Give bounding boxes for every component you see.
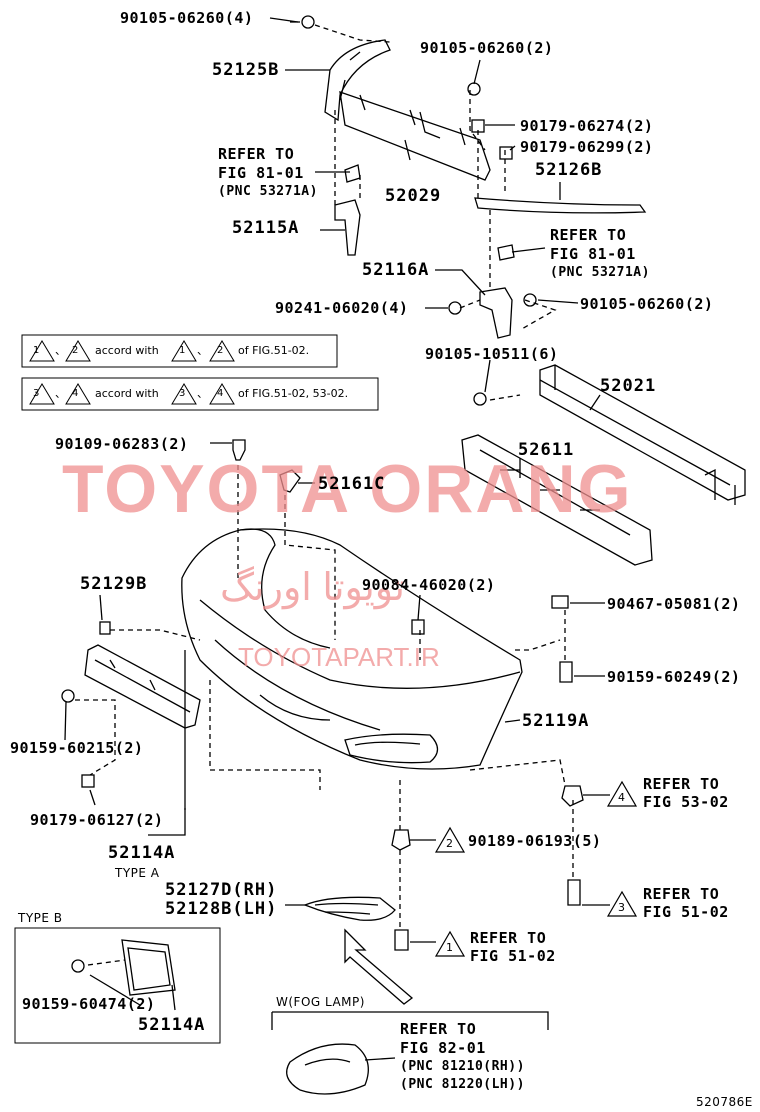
label-52126b[interactable]: 52126B <box>535 160 603 180</box>
label-90179-06299[interactable]: 90179-06299(2) <box>520 138 654 156</box>
note2-separator-b: 、 <box>197 387 208 400</box>
refer2-line2[interactable]: FIG 81-01 <box>550 245 636 263</box>
label-90105-06260-2a[interactable]: 90105-06260(2) <box>420 39 554 57</box>
note1-num-1b: 1 <box>179 345 186 356</box>
label-90241-06020[interactable]: 90241-06020(4) <box>275 299 409 317</box>
label-52114a[interactable]: 52114A <box>108 843 176 863</box>
note2-tail: of FIG.51-02, 53-02. <box>238 387 349 400</box>
label-90467-05081[interactable]: 90467-05081(2) <box>607 595 741 613</box>
note2-separator: 、 <box>55 387 66 400</box>
callout-4: 4 <box>618 791 625 804</box>
label-90084-46020[interactable]: 90084-46020(2) <box>362 576 496 594</box>
note-box-2 <box>21 377 379 411</box>
watermark-main: TOYOTA ORANG <box>62 451 633 527</box>
label-w-fog-lamp: W(FOG LAMP) <box>276 995 365 1009</box>
note2-text: accord with <box>95 387 159 400</box>
callout-triangles <box>434 780 638 957</box>
watermark-site: TOYOTAPART.IR <box>238 642 440 672</box>
label-90105-06260-2b[interactable]: 90105-06260(2) <box>580 295 714 313</box>
refer3-line2[interactable]: FIG 53-02 <box>643 793 729 811</box>
label-90179-06127[interactable]: 90179-06127(2) <box>30 811 164 829</box>
label-52161c[interactable]: 52161C <box>318 474 386 494</box>
note2-num-4b: 4 <box>217 388 224 399</box>
bracket-52125b-drawing <box>324 39 391 122</box>
label-52128b[interactable]: 52128B(LH) <box>165 899 278 919</box>
label-type-b: TYPE B <box>18 911 63 925</box>
leader-lines-lower <box>75 465 574 966</box>
label-52125b[interactable]: 52125B <box>212 60 280 80</box>
note1-num-2: 2 <box>72 345 79 356</box>
note-triangles <box>29 340 235 405</box>
absorber-52611-drawing <box>461 434 653 566</box>
refer5-line1: REFER TO <box>643 885 720 903</box>
label-52114a-type-b[interactable]: 52114A <box>138 1015 206 1035</box>
bumper-cover-52119a-drawing <box>181 528 523 770</box>
label-90159-60249[interactable]: 90159-60249(2) <box>607 668 741 686</box>
retainer-52029-drawing <box>339 91 491 181</box>
fog-cover-52127d-drawing <box>303 896 396 921</box>
label-52021[interactable]: 52021 <box>600 376 657 396</box>
note2-num-3: 3 <box>33 388 40 399</box>
label-90105-06260-4[interactable]: 90105-06260(4) <box>120 9 254 27</box>
label-52611[interactable]: 52611 <box>518 440 575 460</box>
refer2-line1: REFER TO <box>550 226 627 244</box>
label-52029[interactable]: 52029 <box>385 186 442 206</box>
refer6-line3: (PNC 81210(RH)) <box>400 1059 525 1074</box>
label-type-a: TYPE A <box>115 866 160 880</box>
label-90189-06193[interactable]: 90189-06193(5) <box>468 832 602 850</box>
bracket-52116a-drawing <box>479 244 515 339</box>
label-90159-60215[interactable]: 90159-60215(2) <box>10 739 144 757</box>
refer1-line2[interactable]: FIG 81-01 <box>218 164 304 182</box>
label-90109-06283[interactable]: 90109-06283(2) <box>55 435 189 453</box>
license-bracket-type-b-drawing <box>121 939 176 996</box>
refer6-line4: (PNC 81220(LH)) <box>400 1077 525 1092</box>
leader-lines-upper <box>314 24 557 401</box>
label-52116a[interactable]: 52116A <box>362 260 430 280</box>
refer6-line2[interactable]: FIG 82-01 <box>400 1039 486 1057</box>
label-52119a[interactable]: 52119A <box>522 711 590 731</box>
bracket-52115a-drawing <box>334 164 361 256</box>
label-52129b[interactable]: 52129B <box>80 574 148 594</box>
bracket-52126b-drawing <box>474 197 647 214</box>
note2-num-4: 4 <box>72 388 79 399</box>
refer4-line2[interactable]: FIG 51-02 <box>470 947 556 965</box>
refer5-line2[interactable]: FIG 51-02 <box>643 903 729 921</box>
refer1-line3: (PNC 53271A) <box>218 184 318 199</box>
note1-num-2b: 2 <box>217 345 224 356</box>
license-bracket-52114a-drawing <box>84 644 201 729</box>
refer1-line1: REFER TO <box>218 145 295 163</box>
note-box-1 <box>21 334 338 368</box>
solid-leader-lines <box>64 17 610 1061</box>
diagram-id: 520786E <box>696 1095 753 1109</box>
note1-num-1: 1 <box>33 345 40 356</box>
callout-2: 2 <box>446 837 453 850</box>
reinforcement-52021-drawing <box>539 364 746 505</box>
refer2-line3: (PNC 53271A) <box>550 265 650 280</box>
refer4-line1: REFER TO <box>470 929 547 947</box>
watermark-persian: تویوتا اورنگ <box>220 567 405 609</box>
type-b-box <box>14 927 221 1044</box>
refer3-line1: REFER TO <box>643 775 720 793</box>
note2-num-3b: 3 <box>179 388 186 399</box>
callout-1: 1 <box>446 941 453 954</box>
direction-arrow <box>344 928 414 1005</box>
label-52127d[interactable]: 52127D(RH) <box>165 880 278 900</box>
fog-lamp-drawing <box>286 1043 369 1095</box>
callout-3: 3 <box>618 901 625 914</box>
note1-separator-b: 、 <box>197 344 208 357</box>
refer6-line1: REFER TO <box>400 1020 477 1038</box>
label-90159-60474[interactable]: 90159-60474(2) <box>22 995 156 1013</box>
note1-text: accord with <box>95 344 159 357</box>
label-90179-06274[interactable]: 90179-06274(2) <box>520 117 654 135</box>
label-90105-10511[interactable]: 90105-10511(6) <box>425 345 559 363</box>
note1-separator: 、 <box>55 344 66 357</box>
note1-tail: of FIG.51-02. <box>238 344 310 357</box>
label-52115a[interactable]: 52115A <box>232 218 300 238</box>
